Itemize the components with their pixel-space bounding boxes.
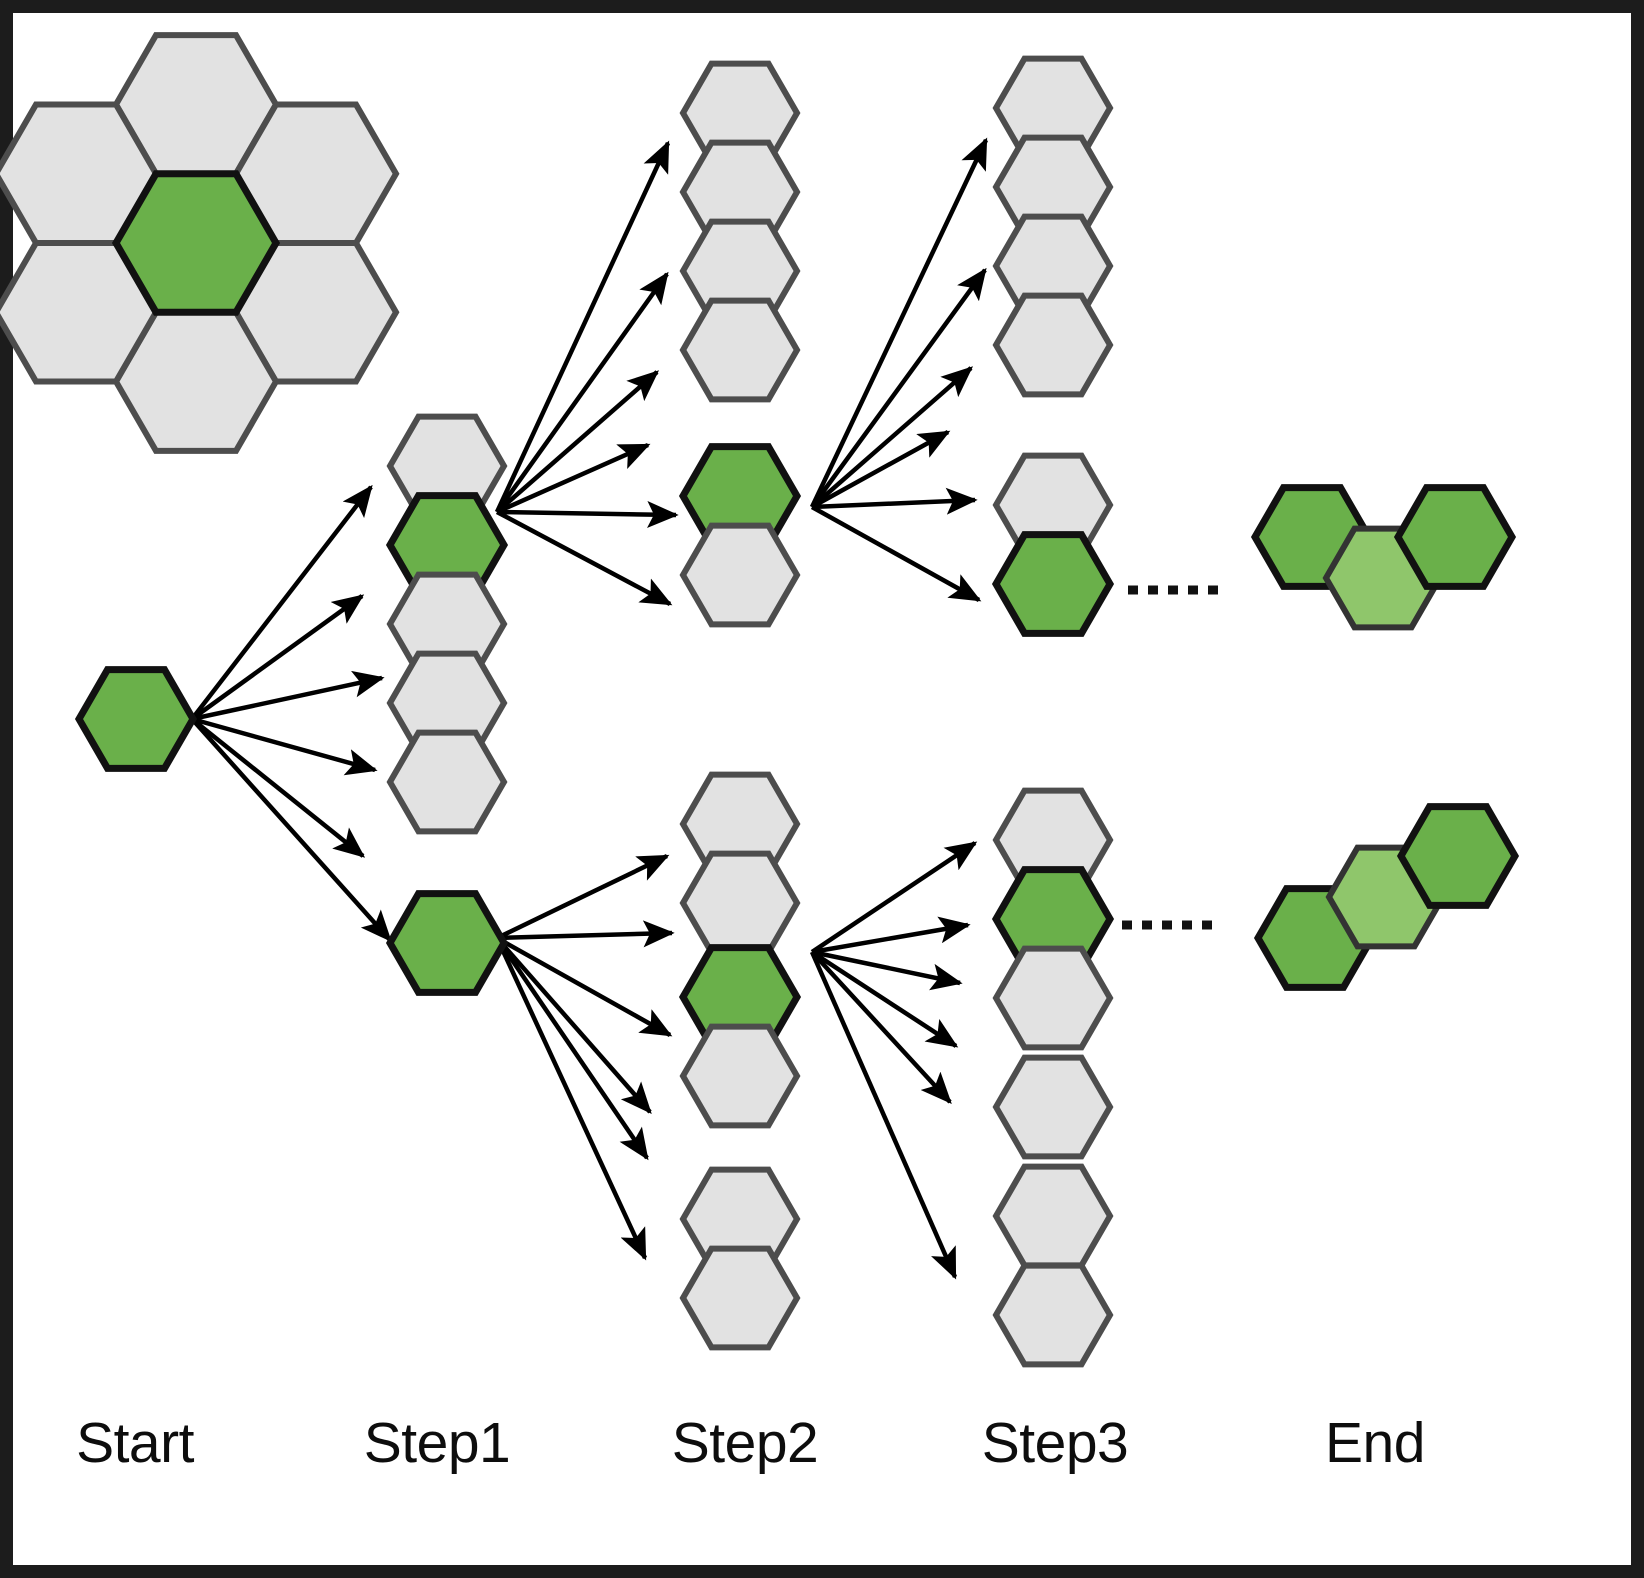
stage-label-end: End [1325,1411,1425,1475]
end-structure-bottom-hex-3 [1396,803,1520,909]
arrows-start-to-step1-arrow-5 [190,717,366,858]
arrows-step1-to-step2-top-arrow-1 [494,140,671,513]
arrows-start-to-step1-arrow-2 [190,594,365,721]
step1-column-hex-5 [386,729,508,835]
arrows-step1-to-step2-bottom-arrow-1 [496,853,670,941]
arrows-step2-to-step3-top-arrow-4 [810,430,951,509]
arrows-step2-to-step3-bottom-arrow-3 [811,949,963,991]
arrows-step2-to-step3-bottom-arrow-4 [810,950,959,1048]
arrows-step1-to-step2-bottom-arrow-3 [495,936,673,1037]
arrows-step1-to-step2-top-arrow-2 [495,271,669,514]
stage-label-step3: Step3 [981,1411,1129,1475]
start-column-hex-1 [74,666,198,772]
arrows-step1-to-step2-bottom-arrow-6 [494,937,648,1261]
step2-top-column-hex-6 [679,522,801,628]
stage-label-start: Start [76,1411,194,1475]
arrows-step1-to-step2-bottom-arrow-5 [495,936,649,1161]
arrows-start-to-step1-arrow-1 [190,484,373,721]
step1-column-hex-6 [385,890,509,996]
arrows-step1-to-step2-top-arrow-5 [496,501,679,529]
arrows-step1-to-step2-top-arrow-3 [495,370,660,514]
arrows-step2-to-step3-bottom-arrow-2 [811,916,971,955]
end-structure-top-hex-3 [1393,484,1517,590]
arrows-step1-to-step2-top-arrow-6 [495,510,673,606]
arrows-step1-to-step2-top-arrow-4 [496,442,651,515]
hexagon-layer [0,32,1520,1368]
step3-top-column-hex-6 [991,531,1115,637]
step3-bottom-column-hex-6 [992,1262,1114,1368]
legend-center-hex [111,170,281,316]
stage-label-step1: Step1 [363,1411,511,1475]
arrows-step2-to-step3-top-arrow-3 [810,366,974,509]
step2-bottom-column-hex-4 [679,1023,801,1129]
arrows-step2-to-step3-top-arrow-2 [810,267,987,509]
dotted-connector-layer [1122,585,1225,930]
step3-bottom-column-hex-4 [992,1054,1114,1160]
stage-label-step2: Step2 [671,1411,819,1475]
arrows-step2-to-step3-top-arrow-1 [809,137,989,508]
step3-bottom-column-hex-3 [992,945,1114,1051]
step2-bottom-column-hex-2 [679,850,801,956]
arrows-start-to-step1-arrow-6 [190,717,392,943]
step2-bottom-column-hex-6 [679,1245,801,1351]
arrows-step2-to-step3-bottom-arrow-5 [810,950,952,1104]
arrows-step1-to-step2-bottom-arrow-2 [496,920,675,948]
arrows-start-to-step1-arrow-3 [191,670,385,722]
arrows-start-to-step1-arrow-4 [191,716,378,776]
step2-top-column-hex-4 [679,297,801,403]
arrows-step2-to-step3-bottom-arrow-6 [809,951,958,1280]
arrows-step2-to-step3-bottom-arrow-1 [810,841,978,954]
arrows-step2-to-step3-top-arrow-6 [810,505,982,602]
arrows-step1-to-step2-bottom-arrow-4 [495,936,652,1115]
arrow-layer [190,137,989,1280]
arrows-step2-to-step3-top-arrow-5 [811,487,978,515]
step3-bottom-column-hex-5 [992,1163,1114,1269]
step3-top-column-hex-4 [992,292,1114,398]
